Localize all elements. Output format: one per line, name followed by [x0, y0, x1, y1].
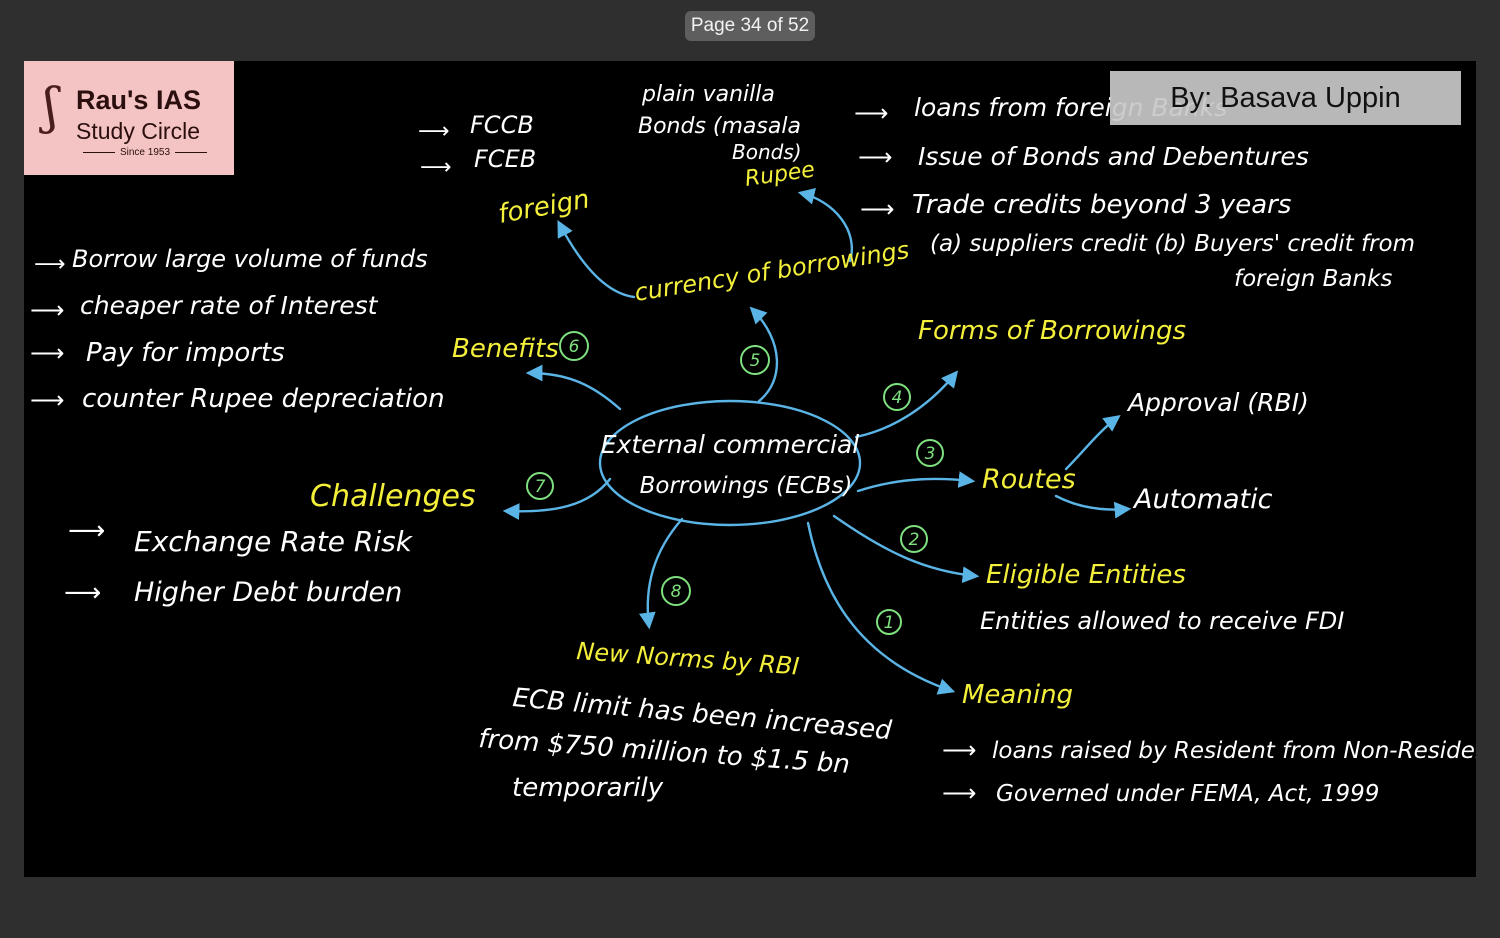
forms-trade-line2: (a) suppliers credit (b) Buyers' credit … [930, 231, 1415, 257]
challenge-arrow-1: ⟶ [68, 516, 105, 546]
forms-arrow-3: ⟶ [860, 195, 894, 223]
route-automatic: Automatic [1132, 484, 1273, 515]
heading-forms: Forms of Borrowings [918, 316, 1186, 346]
heading-meaning: Meaning [962, 680, 1073, 710]
number-ring-8 [661, 576, 691, 606]
author-label: By: Basava Uppin [1110, 71, 1461, 125]
benefit-arrow-2: ⟶ [30, 296, 64, 324]
connector-benefits [525, 364, 622, 411]
rupee-note-2: Bonds (masala [638, 114, 801, 139]
connector-meaning [806, 521, 956, 695]
slide-canvas: 1 2 3 4 5 6 7 8 External commercial Borr… [24, 61, 1476, 877]
connector-norms [639, 517, 684, 630]
number-ring-3 [916, 439, 944, 467]
forms-point-2: Issue of Bonds and Debentures [918, 142, 1309, 171]
benefit-point-2: cheaper rate of Interest [80, 291, 379, 320]
number-ring-6 [559, 331, 589, 361]
connector-foreign [557, 220, 636, 299]
forms-arrow-2: ⟶ [858, 143, 892, 171]
benefit-point-4: counter Rupee depreciation [82, 384, 445, 414]
route-approval: Approval (RBI) [1126, 388, 1309, 417]
center-title-line1: External commercial [601, 430, 860, 459]
benefit-point-1: Borrow large volume of funds [72, 245, 428, 273]
benefit-arrow-4: ⟶ [30, 386, 64, 414]
benefit-arrow-3: ⟶ [30, 339, 64, 367]
number-ring-5 [740, 345, 770, 375]
forms-trade-line3: foreign Banks [1234, 266, 1392, 292]
logo-line2: Study Circle [76, 118, 200, 144]
number-8: 8 [671, 582, 682, 602]
connector-challenges [502, 477, 612, 520]
number-1: 1 [884, 613, 895, 633]
meaning-point-2: Governed under FEMA, Act, 1999 [996, 781, 1379, 807]
logo-line3: Since 1953 [76, 147, 214, 158]
number-6: 6 [569, 337, 580, 357]
heading-routes: Routes [982, 464, 1076, 495]
connector-approval [1064, 415, 1121, 471]
challenge-point-2: Higher Debt burden [134, 577, 402, 608]
brand-logo: ʃ Rau's IAS Study Circle Since 1953 [24, 61, 234, 175]
foreign-item-fceb: FCEB [474, 145, 536, 173]
meaning-point-1: loans raised by Resident from Non-Reside… [992, 738, 1476, 764]
number-ring-2 [900, 525, 928, 553]
challenge-arrow-2: ⟶ [64, 578, 101, 608]
eligible-detail: Entities allowed to receive FDI [980, 607, 1344, 635]
number-5: 5 [750, 351, 761, 371]
connector-rupee [797, 188, 853, 263]
meaning-arrow-2: ⟶ [942, 779, 976, 807]
number-3: 3 [925, 444, 936, 464]
heading-norms: New Norms by RBI [576, 637, 801, 681]
center-ellipse [598, 399, 862, 527]
heading-foreign: foreign [496, 184, 592, 230]
forms-point-3: Trade credits beyond 3 years [912, 190, 1291, 220]
foreign-arrow-1: ⟶ [418, 119, 450, 144]
challenge-point-1: Exchange Rate Risk [134, 525, 414, 558]
number-2: 2 [909, 530, 920, 550]
norms-line-3: temporarily [512, 773, 664, 803]
rupee-note-1: plain vanilla [641, 82, 775, 107]
foreign-item-fccb: FCCB [470, 111, 534, 139]
brand-mark-icon: ʃ [44, 77, 58, 135]
meaning-arrow-1: ⟶ [942, 736, 976, 764]
heading-benefits: Benefits [452, 334, 559, 364]
logo-line1: Rau's IAS [76, 85, 201, 115]
forms-arrow-1: ⟶ [854, 99, 888, 127]
foreign-arrow-2: ⟶ [420, 155, 452, 180]
center-title-line2: Borrowings (ECBs) [640, 473, 853, 499]
number-7: 7 [535, 477, 546, 497]
connector-automatic [1054, 494, 1132, 519]
number-4: 4 [892, 388, 903, 408]
heading-currency: currency of borrowings [633, 236, 911, 307]
rupee-note-3: Bonds) [732, 140, 802, 164]
heading-challenges: Challenges [310, 479, 476, 514]
heading-eligible: Eligible Entities [986, 560, 1186, 590]
benefit-point-3: Pay for imports [86, 338, 285, 368]
connector-currency [749, 306, 779, 403]
connector-forms [854, 370, 959, 439]
benefit-arrow-1: ⟶ [34, 252, 66, 277]
page-indicator: Page 34 of 52 [685, 11, 815, 41]
number-ring-4 [883, 383, 911, 411]
number-ring-7 [526, 472, 554, 500]
mind-map: 1 2 3 4 5 6 7 8 External commercial Borr… [30, 82, 1476, 807]
connector-routes [856, 471, 976, 493]
number-ring-1 [876, 609, 902, 635]
connector-eligible [832, 514, 980, 584]
